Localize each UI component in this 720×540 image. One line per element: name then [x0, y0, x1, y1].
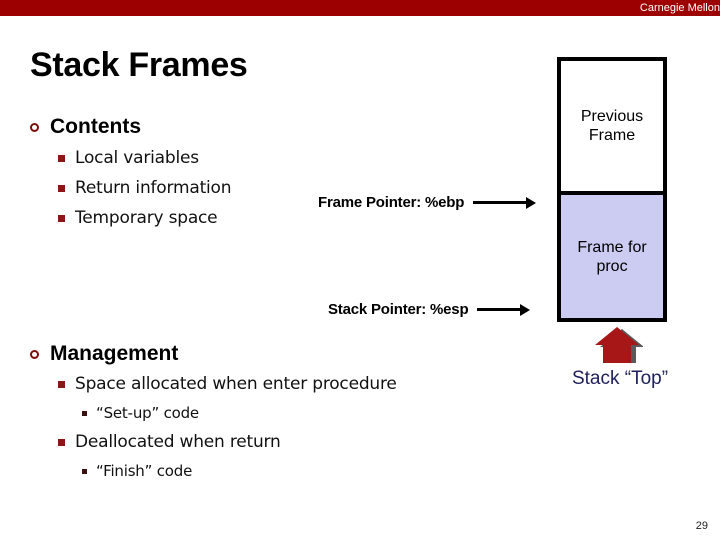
- stack-top-label: Stack “Top”: [571, 368, 669, 389]
- brand-label: Carnegie Mellon: [639, 2, 720, 14]
- page-title: Stack Frames: [30, 46, 248, 84]
- list-item-label: Temporary space: [75, 208, 218, 228]
- proc-frame-label: Frame for proc: [577, 238, 646, 276]
- square-bullet-icon: [82, 469, 87, 474]
- square-bullet-icon: [58, 381, 65, 388]
- frame-pointer-arrow-icon: [473, 196, 537, 209]
- list-item-label: Deallocated when return: [75, 432, 281, 452]
- stack-pointer-label: Stack Pointer: %esp: [328, 301, 469, 318]
- previous-frame-box: Previous Frame: [557, 57, 667, 193]
- proc-frame-line-2: proc: [596, 257, 628, 275]
- bullet-management: Management: [30, 341, 178, 366]
- list-item: “Finish” code: [82, 462, 192, 481]
- list-item: “Set-up” code: [82, 404, 199, 423]
- proc-frame-box: Frame for proc: [557, 193, 667, 322]
- page-number: 29: [695, 520, 708, 532]
- stack-top-arrow-icon: [593, 325, 644, 365]
- list-item-label: “Set-up” code: [96, 404, 199, 422]
- stack-pointer-arrow-icon: [477, 303, 531, 316]
- previous-frame-line-1: Previous: [580, 108, 644, 125]
- list-item-label: Return information: [75, 178, 232, 198]
- bullet-management-label: Management: [50, 342, 179, 365]
- proc-frame-line-1: Frame for: [577, 238, 647, 256]
- circle-bullet-icon: [30, 123, 39, 132]
- header-band: Carnegie Mellon: [0, 0, 720, 16]
- list-item: Temporary space: [58, 208, 218, 229]
- frame-pointer-label: Frame Pointer: %ebp: [318, 194, 465, 211]
- list-item: Return information: [58, 178, 232, 199]
- circle-bullet-icon: [30, 350, 39, 359]
- square-bullet-icon: [58, 439, 65, 446]
- stack-pointer-annotation: Stack Pointer: %esp: [328, 301, 531, 318]
- list-item-label: Space allocated when enter procedure: [75, 374, 397, 394]
- list-item-label: “Finish” code: [96, 462, 193, 480]
- list-item: Deallocated when return: [58, 432, 281, 453]
- frame-pointer-annotation: Frame Pointer: %ebp: [318, 194, 537, 211]
- stack-diagram: Previous Frame Frame for proc: [557, 57, 667, 322]
- bullet-contents-label: Contents: [50, 115, 141, 138]
- list-item-label: Local variables: [75, 148, 199, 168]
- previous-frame-label: Previous Frame: [581, 107, 643, 145]
- square-bullet-icon: [82, 411, 87, 416]
- bullet-contents: Contents: [30, 114, 141, 139]
- previous-frame-line-2: Frame: [588, 127, 636, 144]
- square-bullet-icon: [58, 185, 65, 192]
- list-item: Space allocated when enter procedure: [58, 374, 397, 395]
- square-bullet-icon: [58, 155, 65, 162]
- list-item: Local variables: [58, 148, 199, 169]
- square-bullet-icon: [58, 215, 65, 222]
